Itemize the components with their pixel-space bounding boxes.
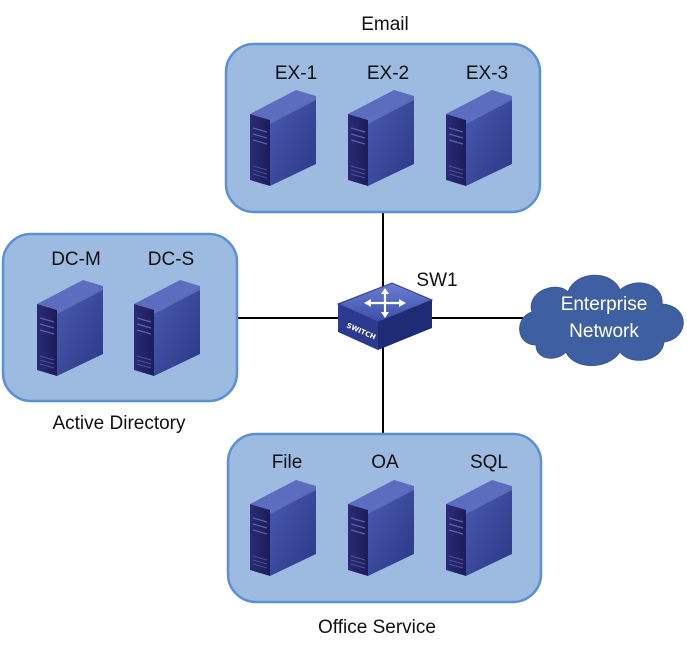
email-group-title: Email <box>361 14 409 35</box>
email-group: EX-1 EX-2 EX-3 <box>224 42 542 214</box>
office-service-group: File OA SQL <box>226 432 543 604</box>
active-directory-group-title: Active Directory <box>52 413 186 434</box>
server-label-sql: SQL <box>470 452 508 473</box>
switch-icon: SWITCH <box>336 282 434 350</box>
cloud-label-line2: Network <box>569 321 639 342</box>
server-label-ex1: EX-1 <box>275 63 317 84</box>
links <box>237 212 523 434</box>
cloud-label-line1: Enterprise <box>561 294 648 315</box>
cloud-icon: Enterprise Network <box>519 274 684 366</box>
server-label-file: File <box>272 452 303 473</box>
server-label-dc-m: DC-M <box>51 249 101 270</box>
active-directory-group: DC-M DC-S <box>1 232 239 403</box>
server-label-oa: OA <box>371 452 399 473</box>
server-label-dc-s: DC-S <box>148 249 194 270</box>
switch-label: SW1 <box>416 270 457 291</box>
server-label-ex3: EX-3 <box>466 63 508 84</box>
server-label-ex2: EX-2 <box>367 63 409 84</box>
office-service-group-title: Office Service <box>318 617 436 638</box>
